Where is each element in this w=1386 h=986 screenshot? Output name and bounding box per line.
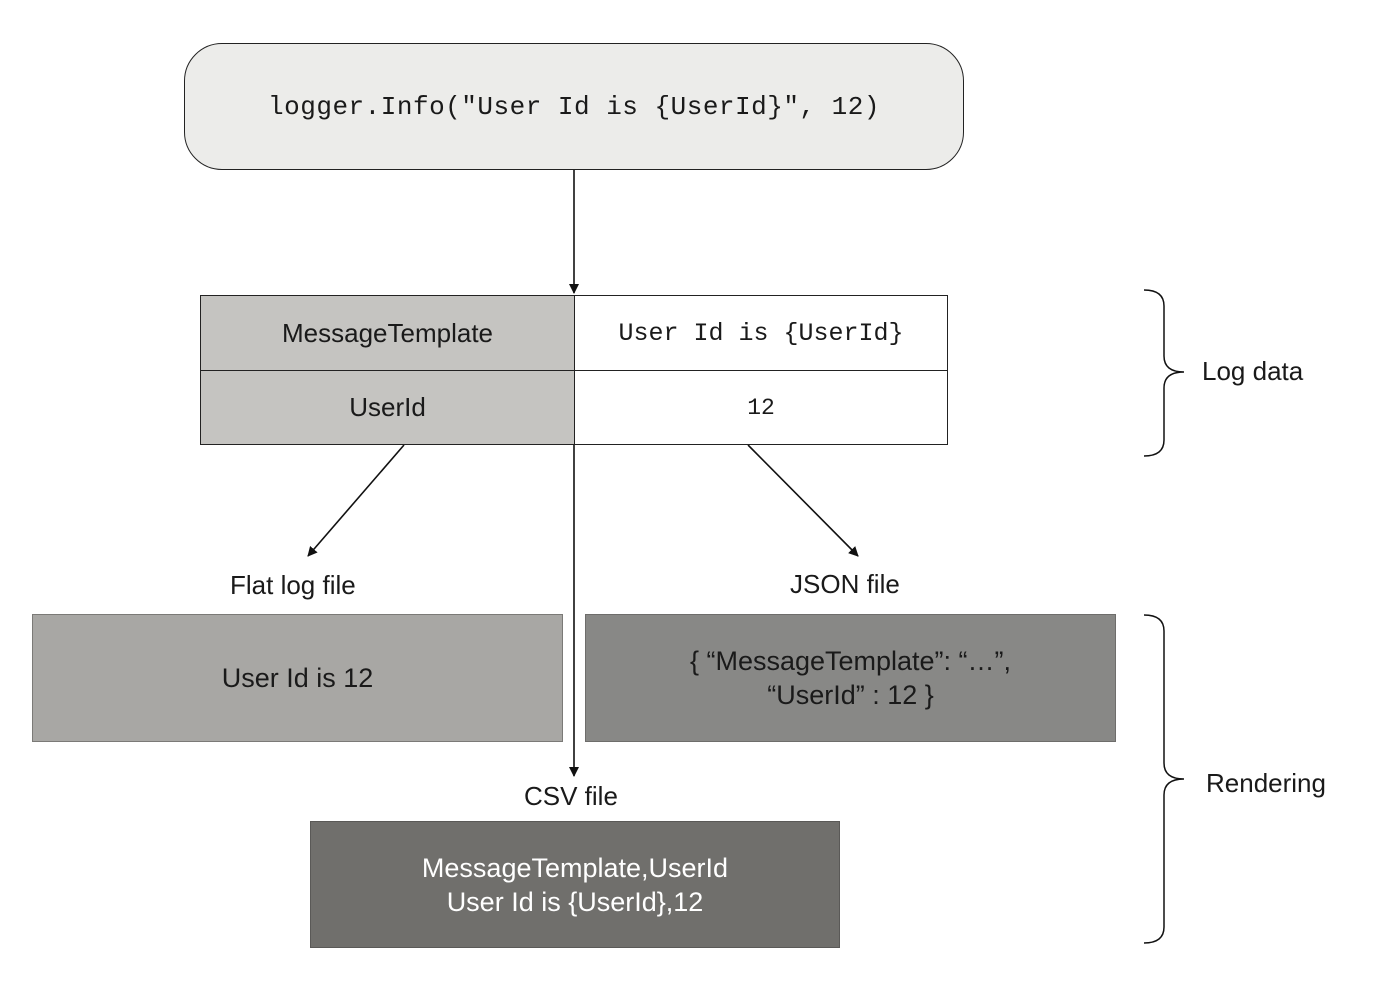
- arrow-to-json: [747, 444, 859, 557]
- json-output-line-2: “UserId” : 12 }: [767, 680, 934, 710]
- flat-log-output: User Id is 12: [32, 614, 563, 742]
- csv-output-line-2: User Id is {UserId},12: [446, 886, 704, 917]
- brace-log-data: [1143, 289, 1185, 457]
- table-value-userid: 12: [574, 370, 948, 445]
- table-key-userid: UserId: [200, 370, 575, 445]
- json-file-label: JSON file: [790, 569, 900, 599]
- json-output: { “MessageTemplate”: “…”, “UserId” : 12 …: [585, 614, 1116, 742]
- table-value-message-template-text: User Id is {UserId}: [618, 318, 904, 348]
- csv-file-label: CSV file: [524, 781, 618, 811]
- table-value-message-template: User Id is {UserId}: [574, 295, 948, 371]
- json-output-line-1: { “MessageTemplate”: “…”,: [689, 646, 1012, 676]
- csv-output: MessageTemplate,UserId User Id is {UserI…: [310, 821, 840, 948]
- table-key-message-template: MessageTemplate: [200, 295, 575, 371]
- csv-output-line-1: MessageTemplate,UserId: [421, 852, 729, 883]
- brace-label-log-data: Log data: [1202, 356, 1304, 386]
- arrow-to-flat: [307, 444, 405, 557]
- code-snippet: logger.Info("User Id is {UserId}", 12): [184, 43, 964, 170]
- brace-label-rendering: Rendering: [1206, 768, 1326, 798]
- brace-rendering: [1143, 614, 1185, 944]
- flat-log-label: Flat log file: [230, 570, 356, 600]
